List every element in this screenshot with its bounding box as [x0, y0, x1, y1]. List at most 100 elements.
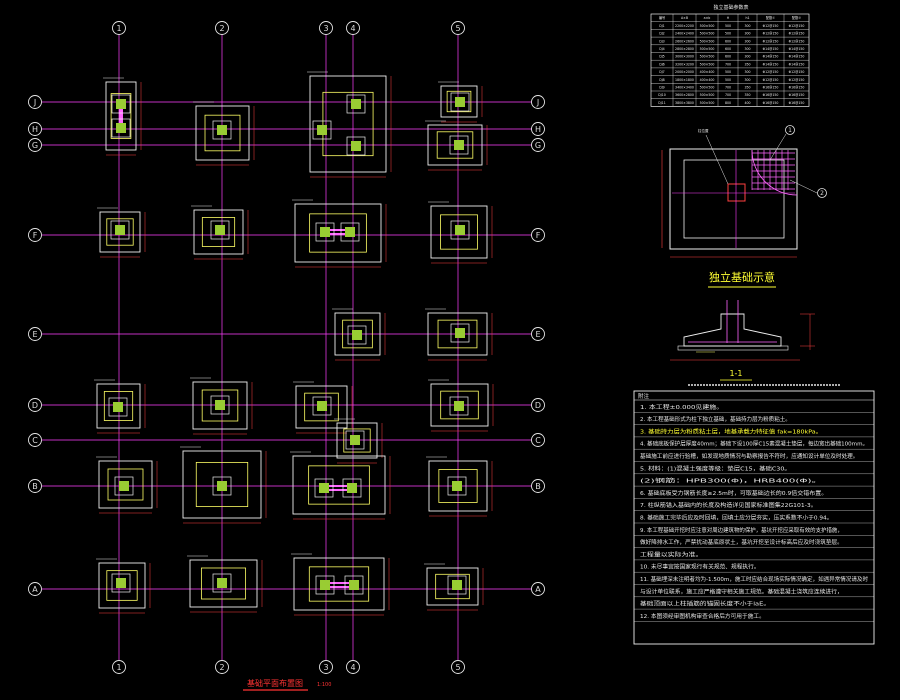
axis-label: 1: [116, 24, 121, 33]
axis-bubble: [346, 21, 360, 35]
footing: [332, 308, 386, 361]
axis-label: J: [33, 98, 36, 107]
detail-title: 独立基础示意: [709, 270, 775, 284]
table-cell: Φ12@150: [789, 24, 805, 28]
table-cell: Φ14@150: [789, 62, 805, 66]
footing: [428, 201, 493, 264]
table-cell: 500×500: [700, 55, 715, 59]
axis-bubble: [28, 138, 42, 152]
table-cell: 500×500: [700, 32, 715, 36]
table-cell: Φ12@150: [789, 70, 805, 74]
table-cell: Φ12@150: [763, 70, 779, 74]
footing: [425, 308, 493, 361]
table-cell: 350: [744, 86, 750, 90]
column: [113, 402, 123, 412]
footing: [94, 379, 146, 434]
table-header-cell: A×B: [681, 16, 688, 20]
axis-label: 5: [455, 24, 460, 33]
column: [317, 125, 327, 135]
table-cell: 300: [744, 24, 750, 28]
table-cell: 300: [744, 47, 750, 51]
column: [352, 330, 362, 340]
table-cell: 300: [744, 39, 750, 43]
column: [351, 99, 361, 109]
table-cell: DJ3: [659, 39, 664, 43]
table-cell: 400×400: [700, 78, 715, 82]
column: [115, 225, 125, 235]
column: [455, 97, 465, 107]
axis-label: A: [32, 585, 38, 594]
axis-bubble: [531, 479, 545, 493]
table-header-cell: 配筋②: [792, 15, 801, 20]
axis-bubble: [451, 660, 465, 674]
table-cell: DJ10: [658, 93, 665, 97]
column: [455, 225, 465, 235]
section-mark: 1-1: [729, 369, 742, 378]
table-cell: 3200×3200: [675, 62, 694, 66]
table-cell: Φ12@150: [789, 32, 805, 36]
column: [215, 225, 225, 235]
table-cell: Φ12@150: [763, 32, 779, 36]
column: [217, 481, 227, 491]
table-cell: DJ4: [659, 47, 664, 51]
table-cell: Φ12@150: [763, 24, 779, 28]
axis-bubble: [531, 582, 545, 596]
table-cell: 600: [725, 47, 731, 51]
table-cell: 500: [725, 70, 731, 74]
table-header-cell: 配筋①: [766, 15, 775, 20]
table-cell: 400×400: [700, 70, 715, 74]
note-line: 8. 基础施工完毕后应及时回填，回填土应分层夯实，压实系数不小于0.94。: [640, 514, 832, 522]
axis-bubble: [531, 95, 545, 109]
rebar-mark-2: [817, 188, 827, 198]
table-cell: 700: [725, 62, 731, 66]
column: [347, 483, 357, 493]
axis-bubble: [451, 21, 465, 35]
axis-label: E: [535, 330, 540, 339]
note-line: 6. 基础底板受力钢筋长度≥2.5m时，可取基础边长的0.9倍交错布置。: [640, 489, 827, 497]
axis-bubble: [531, 433, 545, 447]
plan-scale: 1:100: [317, 682, 331, 688]
axis-label: 1: [116, 663, 121, 672]
axis-bubble: [28, 433, 42, 447]
footing: [307, 71, 392, 178]
note-line: 4. 基础底板保护层厚度40mm；基础下设100厚C15素混凝土垫层，每边宽出基…: [640, 440, 868, 448]
section-1-1: 1-1: [670, 300, 840, 386]
column: [349, 580, 359, 590]
table-cell: 350: [744, 93, 750, 97]
footing: [180, 446, 267, 524]
axis-bubble: [28, 95, 42, 109]
column: [350, 435, 360, 445]
axis-bubble: [319, 660, 333, 674]
table-cell: 800: [725, 101, 731, 105]
note-line: 基础施工前应进行验槽，如发现地质情况与勘察报告不符时，应通知设计单位及时处理。: [640, 452, 858, 460]
footing: [193, 101, 255, 166]
table-cell: Φ12@150: [763, 78, 779, 82]
axis-bubble: [112, 660, 126, 674]
footing: [428, 379, 494, 432]
axis-label: A: [535, 585, 541, 594]
column: [320, 227, 330, 237]
table-cell: 1800×1800: [675, 78, 694, 82]
table-cell: 2200×2200: [675, 24, 694, 28]
table-cell: Φ16@150: [789, 86, 805, 90]
axis-bubble: [28, 228, 42, 242]
table-cell: 500×500: [700, 86, 715, 90]
axis-label: E: [32, 330, 37, 339]
note-line: 工程量以实际为准。: [640, 550, 702, 558]
note-line: 3. 基础持力层为粉质粘土层，地基承载力特征值 fak=180kPa。: [640, 427, 822, 435]
table-cell: Φ14@150: [763, 55, 779, 59]
column: [116, 578, 126, 588]
table-cell: Φ14@150: [789, 55, 805, 59]
footing: [334, 418, 383, 464]
footing: [191, 205, 249, 260]
axis-bubble: [531, 138, 545, 152]
footing: [190, 377, 253, 435]
column: [217, 125, 227, 135]
axis-label: 5: [455, 663, 460, 672]
footing: [426, 456, 493, 517]
axis-label: F: [33, 231, 38, 240]
axis-label: 4: [350, 663, 355, 672]
note-line: 与设计单位联系，施工应严格遵守相关施工规范。基础混凝土浇筑应连续进行，: [640, 587, 843, 595]
